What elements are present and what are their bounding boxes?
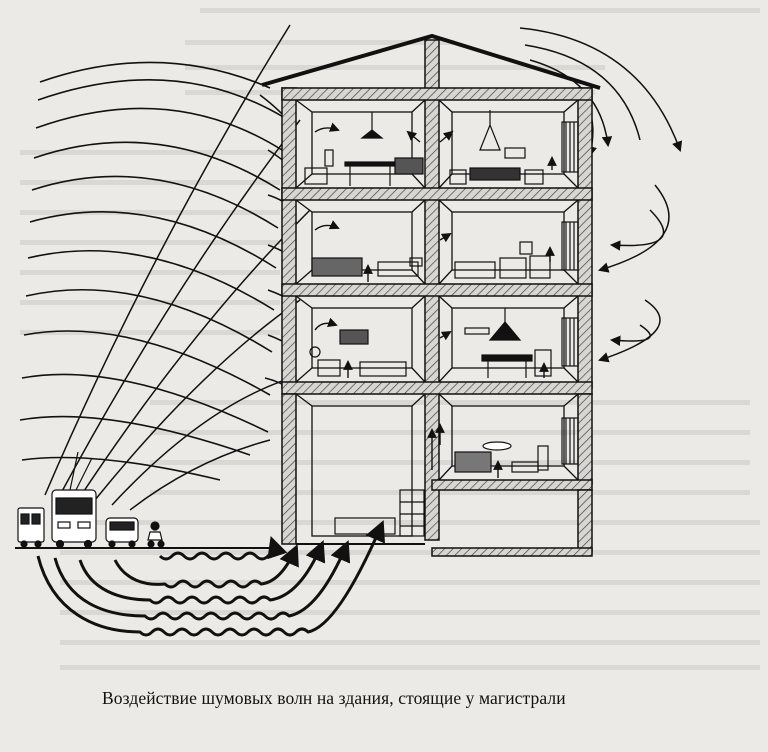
right-wall-ground — [577, 393, 593, 485]
left-wall-ground — [281, 393, 297, 545]
right-wall — [577, 87, 593, 389]
ground-wave-5 — [36, 520, 385, 637]
air-noise-waves — [19, 61, 286, 481]
street — [15, 451, 425, 549]
basement-slab — [431, 479, 593, 491]
ground-vibration-waves — [36, 520, 385, 637]
air-wave-arc — [37, 78, 286, 119]
basement-floor — [431, 547, 593, 557]
air-wave-arc — [29, 211, 277, 269]
furniture — [304, 110, 552, 537]
building-section — [261, 33, 601, 557]
air-wave-arc — [35, 107, 283, 151]
air-wave-arc — [19, 415, 251, 456]
tram-icon — [17, 507, 45, 548]
basement-wall — [577, 489, 593, 553]
figure-caption: Воздействие шумовых волн на здания, стоя… — [102, 688, 566, 708]
motorcyclist-icon — [147, 521, 165, 548]
air-wave-arc — [21, 456, 221, 481]
air-wave-arc — [23, 330, 271, 396]
ground-wave-1 — [158, 536, 288, 561]
ground-wave-2 — [113, 544, 299, 589]
air-wave-arc — [33, 141, 281, 191]
floor-slab-1 — [281, 381, 593, 395]
ground-wave-4 — [53, 540, 351, 621]
attic-slab — [281, 87, 593, 101]
air-wave-arc — [31, 175, 279, 229]
air-wave-arc — [39, 61, 271, 89]
air-wave-arc — [25, 288, 273, 353]
floor-slab-2 — [281, 283, 593, 297]
ground-wave-3 — [78, 540, 326, 605]
car-icon — [105, 517, 139, 548]
trolleybus-icon — [51, 451, 97, 549]
floor-slab-3 — [281, 187, 593, 201]
air-wave-arc — [21, 373, 269, 433]
room-arrows — [314, 122, 557, 478]
air-wave-arc — [27, 250, 275, 311]
air-noise-rays — [44, 24, 311, 511]
left-wall-top — [281, 87, 297, 389]
roof — [261, 33, 601, 90]
